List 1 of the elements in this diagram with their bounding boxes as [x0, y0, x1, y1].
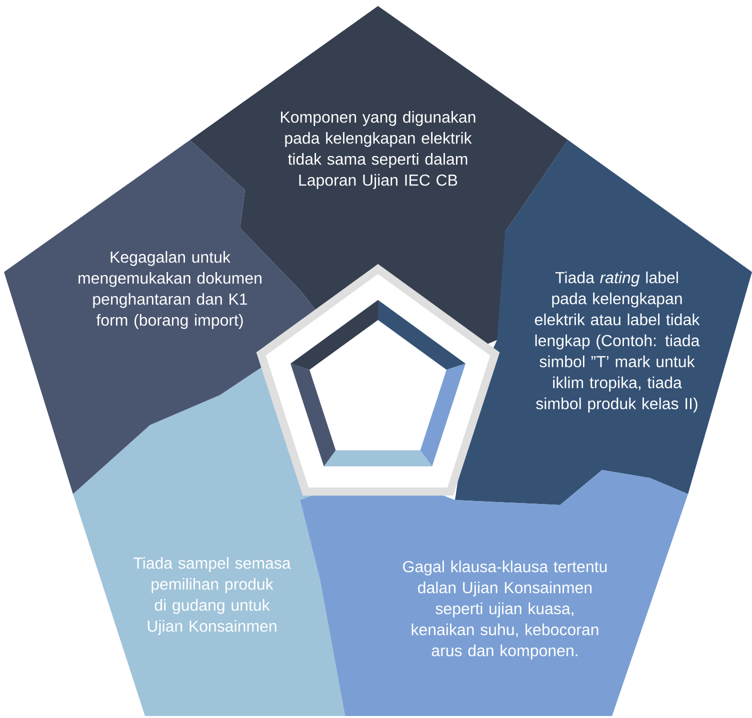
puzzle-segment: Gagal klausa-klausa tertentu dalan Ujian Konsainmen seperti ujian kuasa, kenaikan suhu, kebocoran arus dan komponen. — [300, 470, 688, 716]
